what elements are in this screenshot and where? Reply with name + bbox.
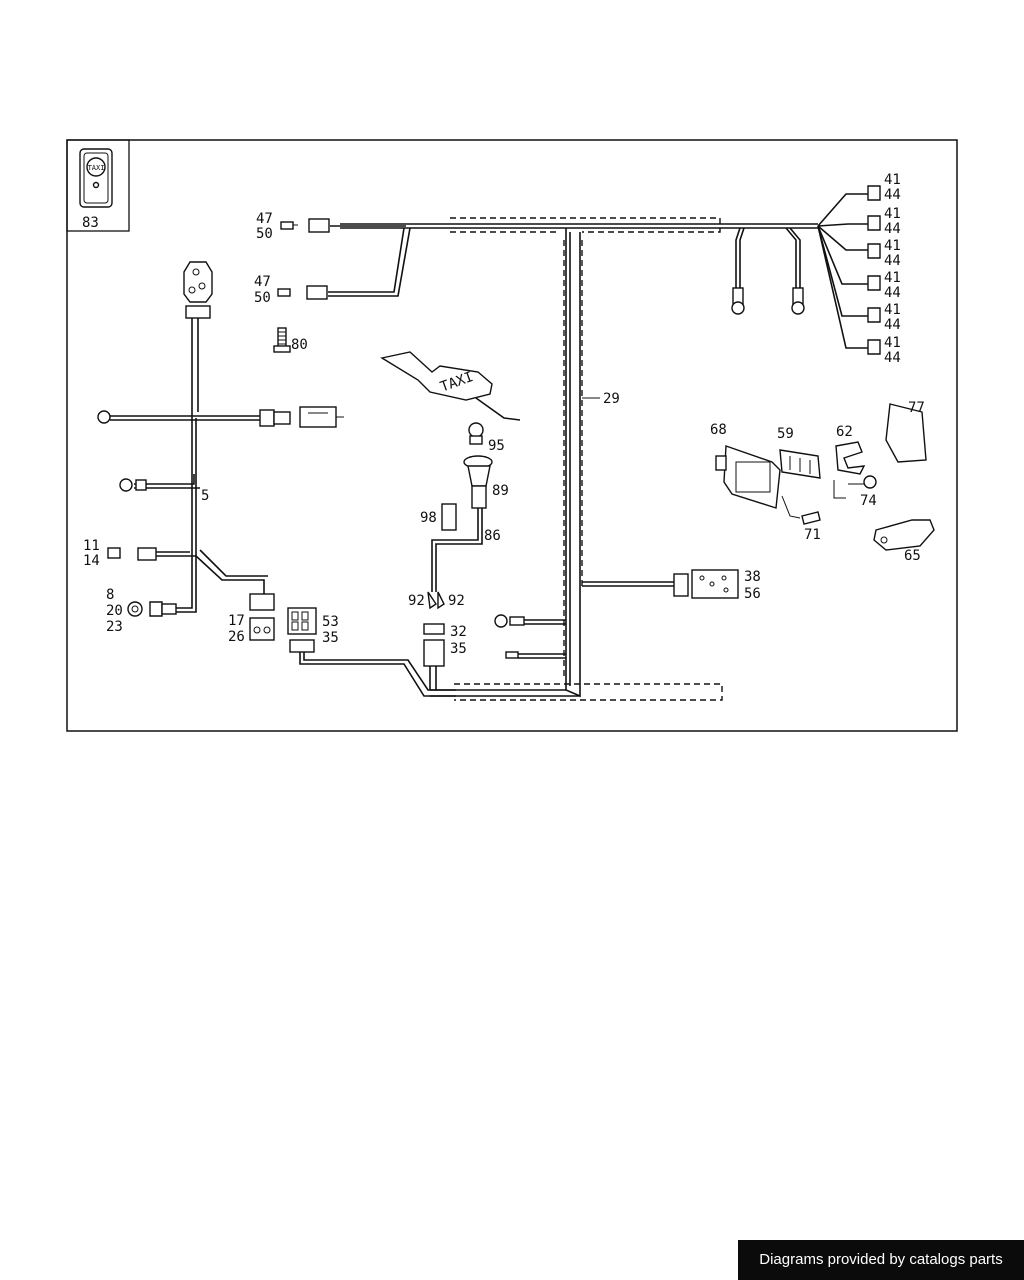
label-44-d: 44 — [884, 285, 901, 301]
label-44-f: 44 — [884, 350, 901, 366]
label-41-f: 41 — [884, 335, 901, 351]
label-56: 56 — [744, 586, 761, 602]
label-35-left: 35 — [322, 630, 339, 646]
harness-branches-41-44 — [731, 185, 881, 355]
label-59: 59 — [777, 426, 794, 442]
label-14: 14 — [83, 553, 100, 569]
label-44-e: 44 — [884, 317, 901, 333]
label-23: 23 — [106, 619, 123, 635]
inset-taxi-switch: TAXI 83 — [66, 139, 130, 232]
label-83: 83 — [82, 215, 99, 231]
label-41-b: 41 — [884, 206, 901, 222]
diagram-frame — [66, 139, 958, 732]
label-68: 68 — [710, 422, 727, 438]
label-98: 98 — [420, 510, 437, 526]
label-74: 74 — [860, 493, 877, 509]
label-53: 53 — [322, 614, 339, 630]
label-77: 77 — [908, 400, 925, 416]
label-50-upper: 50 — [256, 226, 273, 242]
label-71: 71 — [804, 527, 821, 543]
connector-38-56 — [582, 569, 739, 599]
label-44-a: 44 — [884, 187, 901, 203]
connector-47-50-upper — [280, 218, 406, 233]
loose-parts — [715, 403, 935, 551]
label-17: 17 — [228, 613, 245, 629]
wiring-diagram: TAXI 83 — [66, 139, 958, 732]
label-35-right: 35 — [450, 641, 467, 657]
connector-47-50-lower — [277, 227, 411, 300]
inset-sign-text: TAXI — [88, 164, 105, 172]
label-29: 29 — [603, 391, 620, 407]
bolt-80 — [273, 327, 291, 353]
label-32: 32 — [450, 624, 467, 640]
relay-and-lower-harness — [287, 607, 456, 697]
credit-banner: Diagrams provided by catalogs parts — [738, 1240, 1024, 1280]
harness-5 — [97, 261, 344, 641]
label-44-b: 44 — [884, 221, 901, 237]
label-95: 95 — [488, 438, 505, 454]
label-80: 80 — [291, 337, 308, 353]
label-62: 62 — [836, 424, 853, 440]
label-41-c: 41 — [884, 238, 901, 254]
label-8: 8 — [106, 587, 114, 603]
label-47-upper: 47 — [256, 211, 273, 227]
label-26: 26 — [228, 629, 245, 645]
label-41-a: 41 — [884, 172, 901, 188]
roof-sign-assembly: TAXI — [380, 351, 521, 610]
label-5: 5 — [201, 488, 209, 504]
label-38: 38 — [744, 569, 761, 585]
label-44-c: 44 — [884, 253, 901, 269]
label-47-lower: 47 — [254, 274, 271, 290]
label-41-d: 41 — [884, 270, 901, 286]
label-92-left: 92 — [408, 593, 425, 609]
part-labels: 47 50 47 50 80 5 11 14 8 20 23 17 26 53 … — [83, 172, 925, 657]
label-89: 89 — [492, 483, 509, 499]
label-41-e: 41 — [884, 302, 901, 318]
label-20: 20 — [106, 603, 123, 619]
label-65: 65 — [904, 548, 921, 564]
ground-terminals — [494, 614, 566, 659]
label-11: 11 — [83, 538, 100, 554]
label-50-lower: 50 — [254, 290, 271, 306]
label-92-right: 92 — [448, 593, 465, 609]
label-86: 86 — [484, 528, 501, 544]
